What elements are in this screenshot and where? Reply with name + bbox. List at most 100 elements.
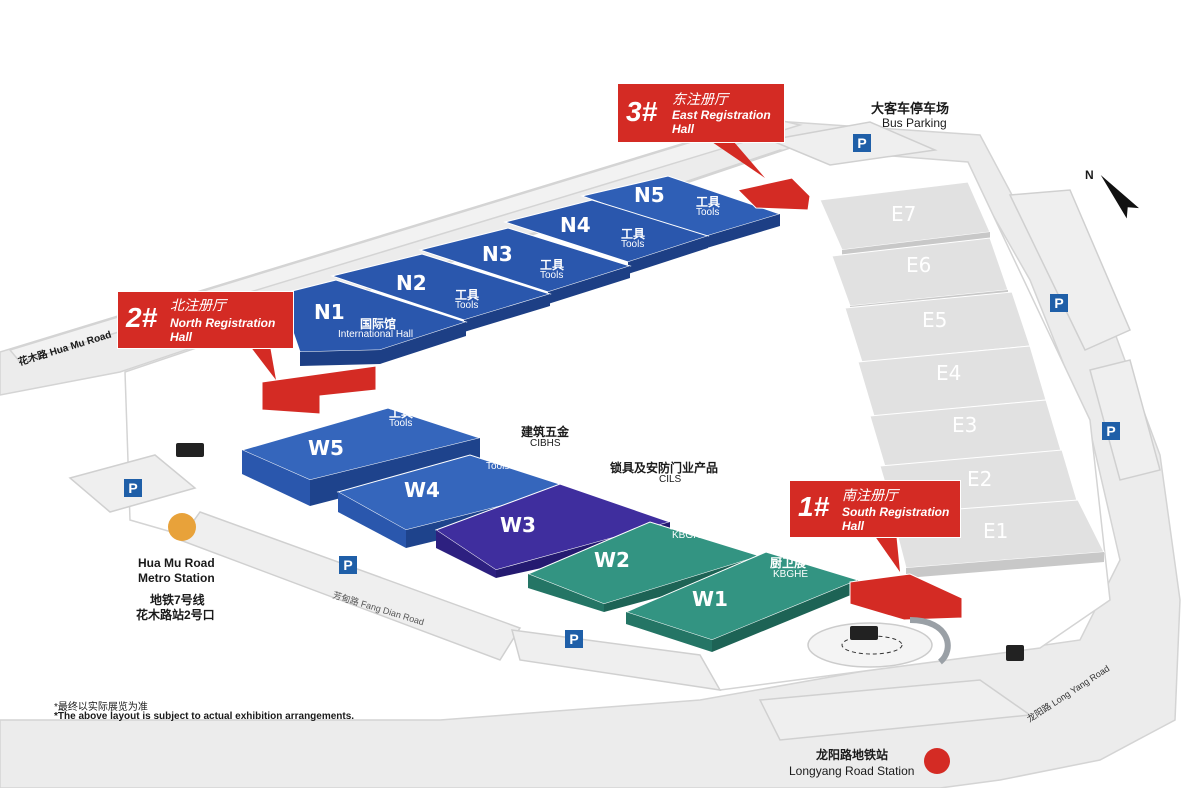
- cils-cn: 锁具及安防门业产品: [610, 461, 719, 475]
- hall-w1-label: W1: [692, 587, 728, 611]
- hall-n1-cn: 国际馆: [360, 317, 397, 331]
- pointer-east: [712, 142, 765, 178]
- callout-east-en2: Hall: [672, 122, 695, 136]
- huamu-metro-cn1: 地铁7号线: [150, 593, 205, 607]
- south-entrance-arch: [909, 617, 951, 665]
- registration-halls: [261, 177, 963, 621]
- note-en: *The above layout is subject to actual e…: [54, 711, 355, 722]
- hall-n1-label: N1: [314, 300, 345, 324]
- parking-icon-west: P: [124, 479, 142, 497]
- cils-en: CILS: [659, 474, 682, 485]
- hall-w5-en: Tools: [389, 418, 413, 429]
- bus-icon: [850, 626, 878, 640]
- hall-n5-label: N5: [634, 183, 665, 207]
- parking-icon-east2: P: [1102, 422, 1120, 440]
- hall-w2-en: KBGHE: [672, 530, 708, 541]
- taxi-bus-icon: [176, 443, 204, 457]
- callout-pointers: [250, 142, 900, 572]
- note-cn: *最终以实际展览为准: [54, 702, 148, 713]
- west-halls: [240, 407, 860, 652]
- callout-east-cn: 东注册厅: [672, 91, 728, 107]
- hall-w2-shape: [526, 521, 762, 612]
- hall-n2-label: N2: [396, 271, 427, 295]
- hall-n2-en: Tools: [455, 300, 479, 311]
- hall-e1-label: E1: [983, 519, 1009, 543]
- hall-n1-en: International Hall: [338, 329, 414, 340]
- callout-east-number: 3#: [626, 96, 658, 127]
- hall-w3-label: W3: [500, 513, 536, 537]
- callout-north-registration: 2# 北注册厅 North Registration Hall: [117, 291, 294, 349]
- callout-south-registration: 1# 南注册厅 South Registration Hall: [789, 480, 961, 538]
- bus-parking-en: Bus Parking: [882, 116, 947, 130]
- huamu-metro-cn2: 花木路站2号口: [136, 608, 215, 622]
- hall-e3-label: E3: [952, 413, 978, 437]
- hall-w4-en: Tools: [486, 461, 510, 472]
- hall-e7-label: E7: [891, 202, 917, 226]
- compass-label: N: [1085, 168, 1094, 182]
- hall-e5-label: E5: [922, 308, 948, 332]
- hall-n4-shape: [503, 199, 710, 274]
- reg-hall-north-shape: [261, 365, 377, 415]
- callout-south-en1: South Registration: [842, 505, 950, 519]
- callout-south-cn: 南注册厅: [842, 487, 898, 503]
- parking-icon-east1: P: [1050, 294, 1068, 312]
- north-halls: [279, 175, 782, 366]
- hall-n2-cn: 工具: [455, 288, 480, 302]
- callout-south-number: 1#: [798, 491, 830, 522]
- hall-w1-cn: 厨卫展: [770, 556, 807, 570]
- hall-n1-shape: [279, 279, 468, 366]
- hall-w5-label: W5: [308, 436, 344, 460]
- callout-north-cn: 北注册厅: [170, 297, 226, 313]
- parking-lot-east2: [1089, 359, 1161, 481]
- hall-w2-cn: 厨卫展: [670, 517, 707, 531]
- reg-hall-south-shape: [849, 573, 963, 621]
- hall-n3-shape: [418, 227, 632, 304]
- hall-w2-label: W2: [594, 548, 630, 572]
- callout-north-en2: Hall: [170, 330, 193, 344]
- parking-icon-bus: P: [853, 134, 871, 152]
- reg-hall-east-shape: [737, 177, 811, 211]
- longyang-metro-en: Longyang Road Station: [789, 764, 915, 778]
- hall-w1-shape: [624, 551, 860, 652]
- hall-n2-shape: [330, 253, 552, 332]
- pointer-south: [872, 532, 900, 572]
- hall-w5-cn: 工具: [389, 406, 414, 420]
- parking-lot-south: [510, 629, 722, 691]
- hall-n3-label: N3: [482, 242, 513, 266]
- longyang-metro-cn: 龙阳路地铁站: [816, 748, 889, 762]
- hall-w1-en: KBGHE: [773, 569, 809, 580]
- parking-icon-south: P: [565, 630, 583, 648]
- hall-e2-label: E2: [967, 467, 993, 491]
- callout-east-en1: East Registration: [672, 108, 771, 122]
- metro-logo-icon: [924, 748, 950, 774]
- hall-n5-en: Tools: [696, 207, 720, 218]
- huamu-metro-en1: Hua Mu Road: [138, 556, 215, 570]
- hall-w4-label: W4: [404, 478, 440, 502]
- parking-lot-longyang: [758, 679, 1033, 741]
- hall-n4-cn: 工具: [621, 227, 646, 241]
- parking-icon-fangdian: P: [339, 556, 357, 574]
- hall-n4-en: Tools: [621, 239, 645, 250]
- circle-drive: [807, 622, 933, 668]
- hall-n3-cn: 工具: [540, 258, 565, 272]
- metro-logo-icon: [168, 513, 196, 541]
- callout-north-number: 2#: [126, 302, 158, 333]
- hall-n4-label: N4: [560, 213, 591, 237]
- bus-icon: [1006, 645, 1024, 661]
- huamu-metro-en2: Metro Station: [138, 571, 215, 585]
- parking-lot-bus: [767, 121, 938, 166]
- callout-south-en2: Hall: [842, 519, 865, 533]
- bus-parking-cn: 大客车停车场: [871, 101, 950, 116]
- callout-north-en1: North Registration: [170, 316, 276, 330]
- hall-n3-en: Tools: [540, 270, 564, 281]
- pointer-north: [250, 346, 276, 380]
- hall-w3-en: CIBHS: [530, 438, 561, 449]
- north-arrow-icon: [1100, 175, 1139, 219]
- hall-w4-cn: 工具: [486, 449, 511, 463]
- hall-n5-cn: 工具: [696, 195, 721, 209]
- callout-east-registration: 3# 东注册厅 East Registration Hall: [617, 83, 785, 143]
- hall-w3-cn: 建筑五金: [521, 425, 570, 439]
- hall-e6-label: E6: [906, 253, 932, 277]
